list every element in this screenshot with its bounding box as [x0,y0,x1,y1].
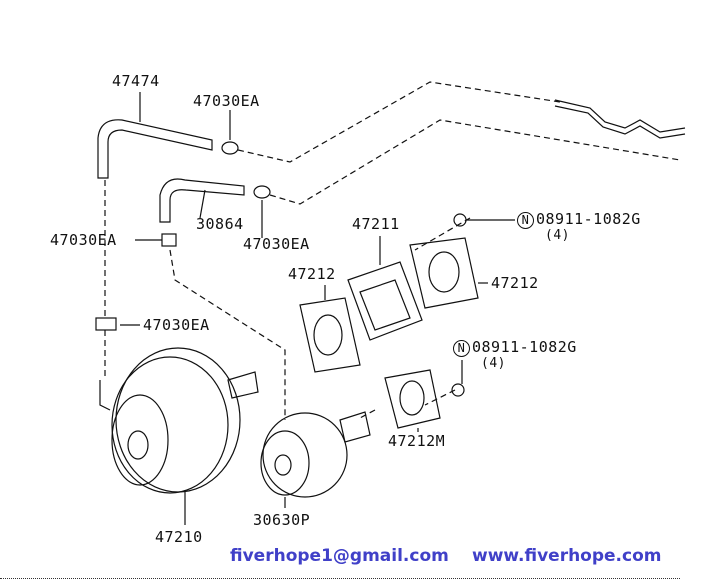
leader-lines [120,92,515,525]
gasket-47212-right [409,237,479,309]
routing-lines [104,81,681,420]
footer-email: fiverhope1@gmail.com [230,546,449,566]
footer-website: www.fiverhope.com [472,546,662,566]
part-label: 47212 [288,265,336,283]
brake-pipe [554,99,686,133]
part-label: 47474 [112,72,160,90]
part-label: 47211 [352,215,400,233]
part-label: 30864 [196,215,244,233]
n-marker-icon: N [517,212,534,229]
gasket-47212m [384,369,441,429]
gasket-47212-left [299,297,361,373]
quantity: (4) [545,228,570,243]
n-marker-icon: N [453,340,470,357]
part-label: 47210 [155,528,203,546]
vacuum-hose-47474 [97,119,213,179]
part-label: 47212M [388,432,446,450]
nut-icon [451,383,465,397]
vacuum-hose-30864 [159,178,245,223]
quantity: (4) [481,356,506,371]
part-label: 47030EA [143,316,210,334]
brake-booster-47210 [99,347,259,494]
part-label: 47030EA [193,92,260,110]
part-label: 47212 [491,274,539,292]
part-number: 08911-1082G [472,338,577,356]
dotted-border [0,578,680,579]
check-valve [95,317,117,331]
brake-booster-30630P [260,411,371,498]
hose-clamp [221,141,239,155]
hose-clamp [253,185,271,199]
part-number: 08911-1082G [536,210,641,228]
hose-clamp [161,233,177,247]
part-label: 30630P [253,511,311,529]
part-label: 47030EA [50,231,117,249]
spacer-47211 [347,261,423,341]
part-label: 47030EA [243,235,310,253]
